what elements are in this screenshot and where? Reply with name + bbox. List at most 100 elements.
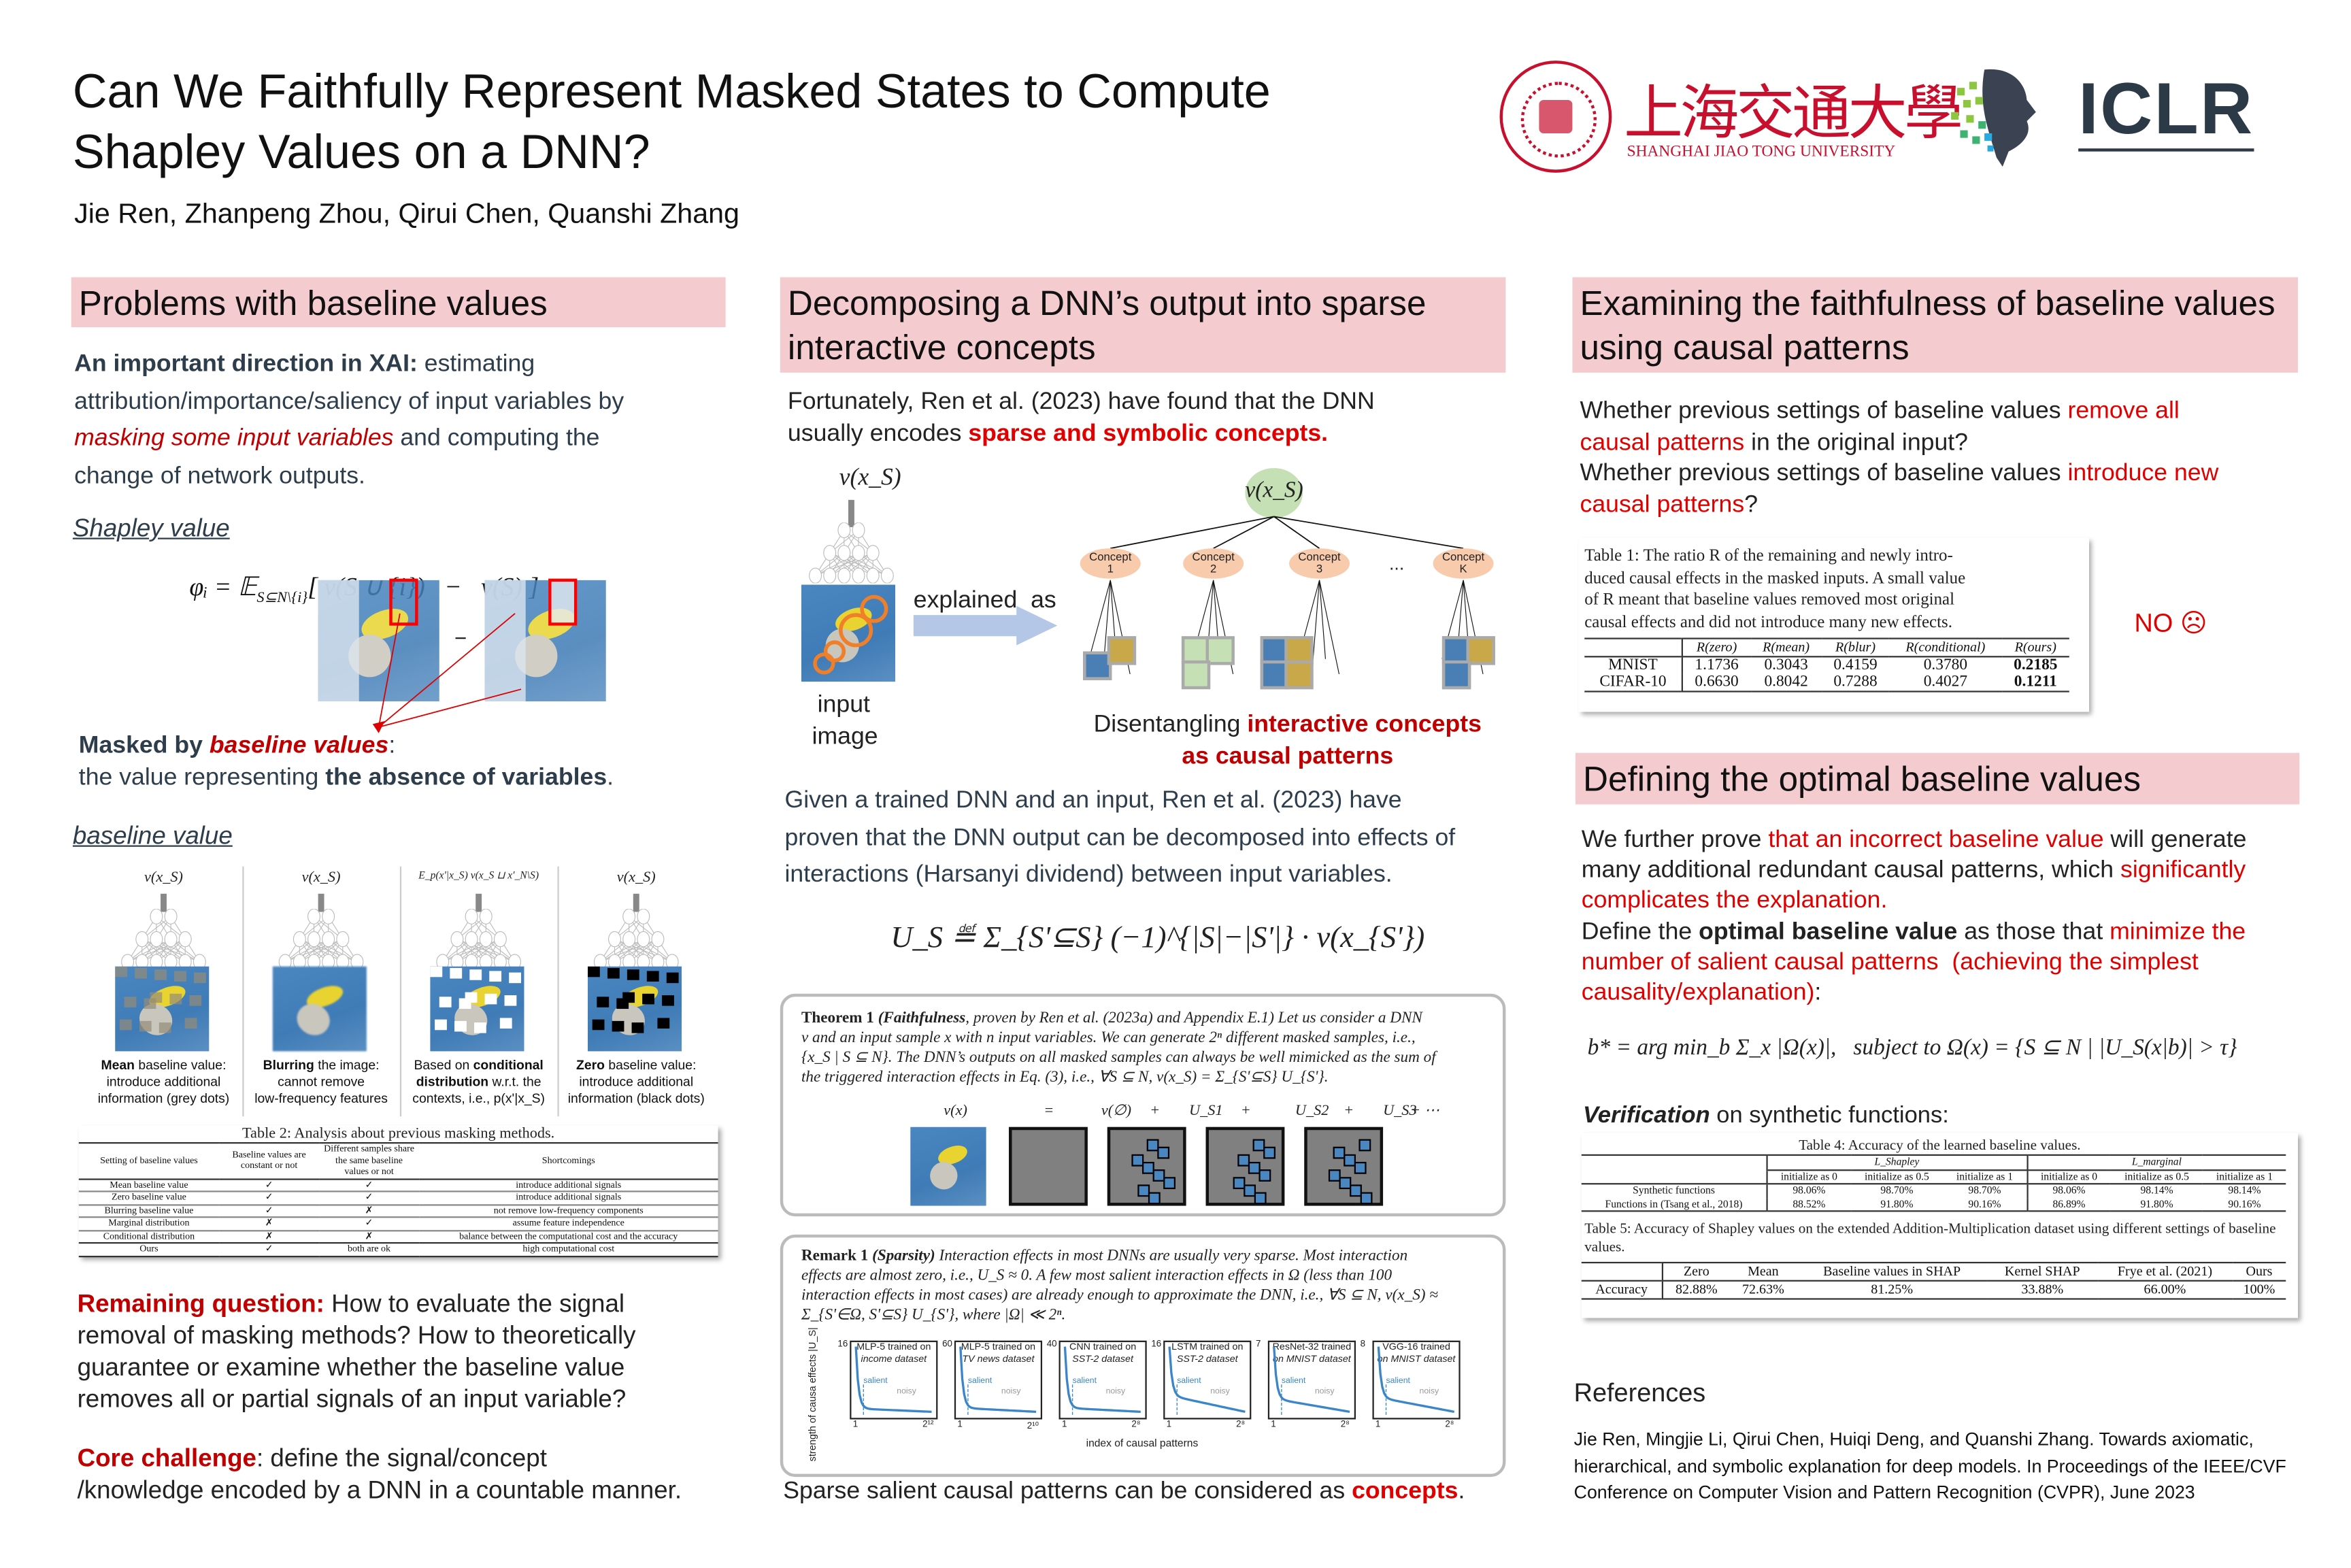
concept-label: Concept 2	[1192, 550, 1235, 576]
question-emphasis: causal patterns	[1580, 491, 1745, 518]
x-min-tick: 1	[957, 1420, 963, 1431]
caption-text: w.r.t. the	[488, 1073, 541, 1090]
mask-patch	[616, 998, 629, 1010]
table-header-cell: R(mean)	[1763, 639, 1810, 654]
questions: Whether previous settings of baseline va…	[1580, 397, 2219, 521]
x-max-tick: 2⁸	[1236, 1420, 1246, 1431]
panel-caption: Zero baseline value:introduce additional…	[557, 1057, 715, 1107]
table-4-caption: Table 4: Accuracy of the learned baselin…	[1799, 1139, 2081, 1154]
mask-patch	[666, 972, 679, 984]
pattern-patch	[1263, 1146, 1275, 1159]
table-cell: Conditional distribution	[103, 1231, 195, 1241]
table-cell: MNIST	[1584, 656, 1683, 674]
mask-patch	[194, 972, 206, 984]
table-cell: ✗	[265, 1218, 273, 1229]
neural-network-icon	[115, 908, 212, 977]
chart-subtitle: on MNIST dataset	[1273, 1354, 1351, 1365]
empty-cell	[1581, 1169, 1768, 1184]
equation-term: v(∅)	[1101, 1103, 1132, 1120]
table-header-cell: Zero	[1683, 1263, 1710, 1279]
y-max-tick: 8	[1360, 1340, 1366, 1350]
concept-node: Concept K	[1433, 548, 1494, 579]
table-cell: 0.3043	[1764, 657, 1808, 674]
table-cell: assume feature independence	[512, 1218, 624, 1229]
sparsity-xlabel: index of causal patterns	[1086, 1439, 1199, 1450]
iclr-brain-logo	[1951, 69, 2036, 167]
pattern-patch	[1137, 1184, 1150, 1197]
verification-bold: Verification	[1583, 1103, 1710, 1129]
table-cell: ✓	[365, 1179, 373, 1190]
caption-emphasis: interactive concepts	[1247, 712, 1482, 738]
mask-patch	[124, 997, 137, 1007]
pattern-patch	[1350, 1184, 1362, 1197]
concept-patch	[1083, 651, 1112, 680]
table-cell: 98.06%	[2052, 1184, 2086, 1197]
highlight-box-i	[389, 578, 418, 626]
interaction-pattern-image	[1107, 1127, 1186, 1206]
noisy-label: noisy	[1001, 1387, 1021, 1397]
table-cell: 0.1211	[2014, 673, 2057, 691]
masked-bird-image	[272, 966, 367, 1052]
table-cell: 98.14%	[2140, 1184, 2173, 1197]
remark-line: effects are almost zero, i.e., U_S ≈ 0. …	[801, 1267, 1393, 1285]
masked-overlay	[318, 580, 359, 702]
iclr-logo-text: ICLR	[2078, 72, 2254, 152]
mask-patch	[489, 971, 502, 982]
table-5-caption: Table 5: Accuracy of Shapley values on t…	[1584, 1222, 2276, 1256]
table-header-cell	[1584, 638, 1683, 657]
theorem-box: Theorem 1 (Faithfulness, proven by Ren e…	[780, 993, 1506, 1217]
caption-text: Disentangling	[1093, 712, 1248, 738]
table-header-cell: Baseline values are constant or not	[232, 1149, 306, 1171]
question-emphasis: introduce new	[2067, 460, 2219, 486]
input-image	[910, 1127, 986, 1206]
chart-title: CNN trained on	[1069, 1341, 1137, 1353]
x-max-tick: 2⁸	[1131, 1420, 1141, 1431]
caption-bold: Mean	[101, 1057, 135, 1073]
pointer-arrows	[372, 613, 522, 733]
equation-term: =	[1044, 1103, 1054, 1120]
reference-1: Jie Ren, Mingjie Li, Qirui Chen, Huiqi D…	[1573, 1428, 2286, 1503]
caption-text: baseline value:	[135, 1057, 227, 1073]
neural-network-icon	[273, 908, 370, 977]
masked-bird-image	[115, 966, 210, 1052]
theorem-label: Theorem 1	[801, 1010, 874, 1027]
theorem-line: , proven by Ren et al. (2023a) and Appen…	[965, 1010, 1422, 1027]
table-1: Table 1: The ratio R of the remaining an…	[1578, 538, 2088, 712]
interaction-pattern-image	[1304, 1127, 1384, 1206]
neural-network-icon	[588, 908, 685, 977]
pattern-patch	[1333, 1146, 1346, 1159]
noisy-label: noisy	[1210, 1387, 1230, 1397]
given-text: proven that the DNN output can be decomp…	[784, 824, 1456, 851]
caption-text: contexts, i.e., p(x'|x_S)	[412, 1090, 546, 1106]
remaining-text: removal of masking methods? How to theor…	[77, 1322, 636, 1350]
mask-patch	[612, 1020, 624, 1032]
concept-patch	[1260, 660, 1290, 690]
pattern-patch	[1237, 1154, 1250, 1167]
absence-bold: the absence of variables	[325, 765, 607, 791]
explained-arrow-icon	[913, 605, 1058, 646]
pattern-patch	[1258, 1169, 1271, 1182]
y-max-tick: 16	[1151, 1340, 1162, 1350]
chart-title: ResNet-32 trained	[1272, 1341, 1352, 1353]
y-max-tick: 7	[1256, 1340, 1261, 1350]
shapley-value-label: Shapley value	[72, 515, 230, 543]
neural-network-icon	[803, 522, 900, 590]
mask-patch	[646, 971, 659, 982]
mask-patch	[509, 972, 522, 984]
table-cell: Zero baseline value	[112, 1192, 186, 1203]
interaction-pattern-image	[1205, 1127, 1285, 1206]
pattern-patch	[1163, 1177, 1176, 1190]
mask-patch	[484, 993, 497, 1005]
caption-line: causal effects and did not introduce man…	[1584, 612, 1952, 631]
formula-sub: S⊆N\{i}	[256, 590, 308, 607]
remaining-text: guarantee or examine whether the baselin…	[77, 1354, 625, 1382]
concept-patch	[1441, 660, 1471, 690]
